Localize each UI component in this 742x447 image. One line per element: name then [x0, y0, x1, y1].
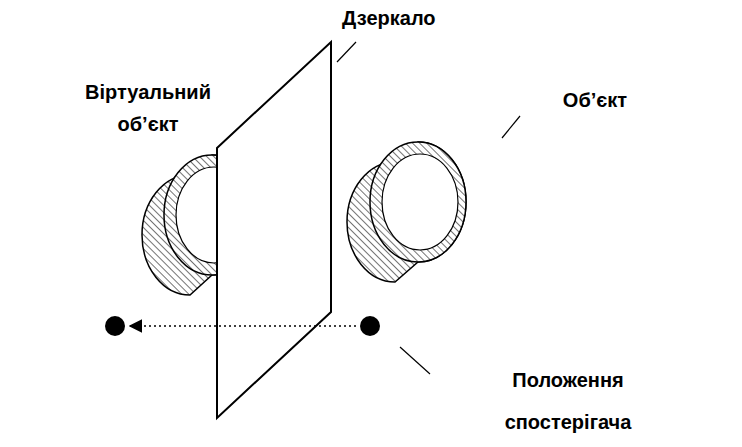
label-text: Дзеркало — [342, 6, 492, 30]
label-text: Віртуальний об’єкт — [78, 76, 218, 140]
object-cylinder — [347, 142, 466, 282]
leader-line — [337, 42, 356, 62]
observer-dot — [360, 316, 380, 336]
label-text: Об’єкт — [540, 88, 650, 112]
leader-line — [502, 116, 520, 138]
label-text: Положення спостерігача — [488, 359, 648, 443]
sight-line — [130, 325, 356, 327]
virtual-observer-dot — [105, 316, 125, 336]
mirror-plane — [217, 42, 331, 418]
leader-line — [400, 347, 430, 374]
